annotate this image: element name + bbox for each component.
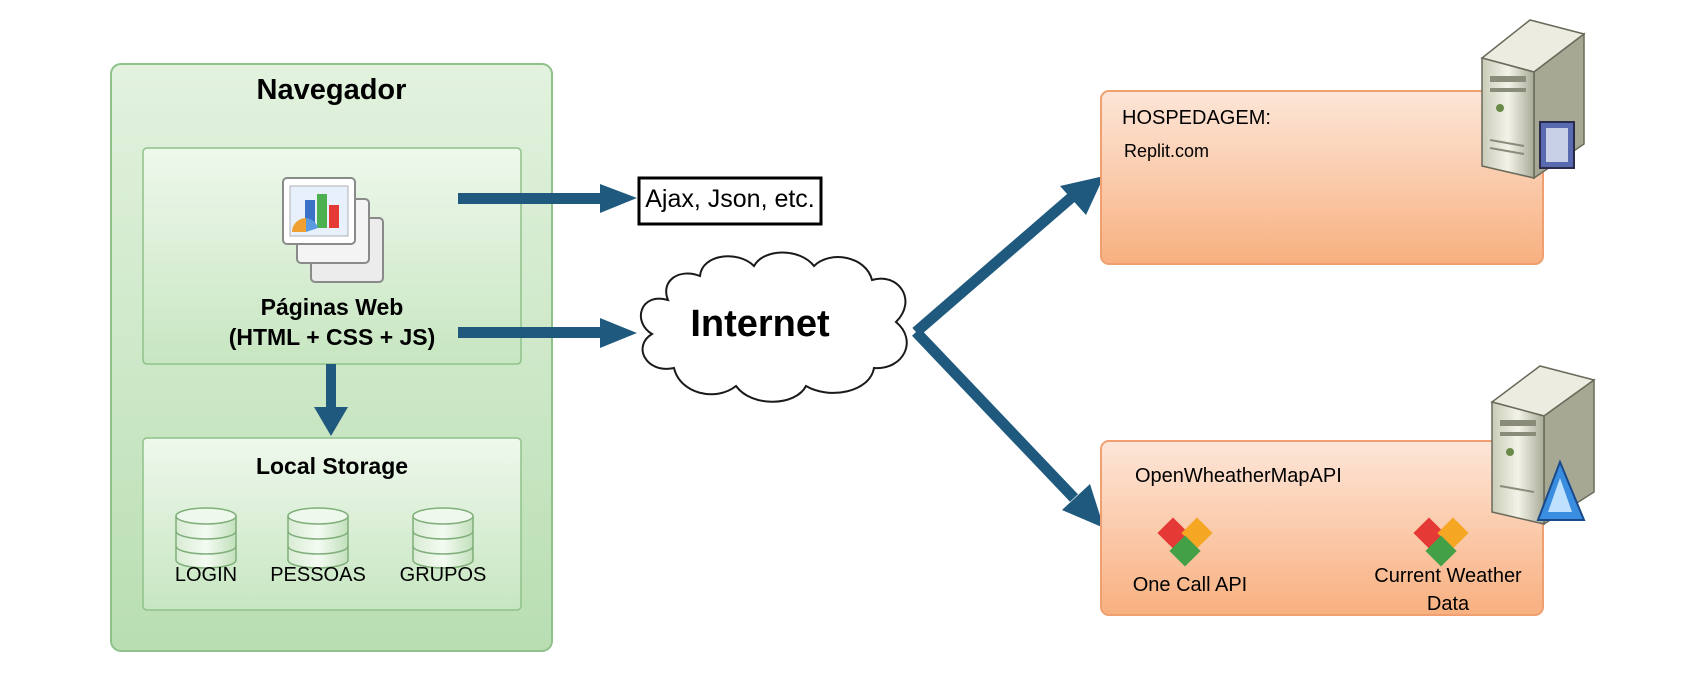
ajax-box [637,176,823,226]
server-icon [1480,19,1586,180]
ajax-label: Ajax, Json, etc. [645,185,815,213]
hosting-title: HOSPEDAGEM: [1122,107,1271,129]
current-weather-line1: Current Weather [1374,565,1522,587]
arrow-to-weather-api [912,328,1104,528]
browser-title: Navegador [256,74,407,106]
arrow-to-hosting [912,176,1104,337]
internet-cloud [639,251,908,403]
storage-item-pessoas: PESSOAS [270,564,366,586]
storage-item-login: LOGIN [174,564,238,586]
server-icon [1490,365,1596,526]
database-icon [412,507,474,569]
database-icon [287,507,349,569]
current-weather-label: Current Weather Data [1348,562,1548,618]
database-icon [175,507,237,569]
web-pages-label: Páginas Web (HTML + CSS + JS) [143,292,521,352]
web-pages-line1: Páginas Web [260,294,404,320]
internet-label: Internet [690,303,830,345]
current-weather-line2: Data [1426,593,1470,615]
arrow-to-ajax [458,184,637,213]
web-pages-line2: (HTML + CSS + JS) [228,324,436,350]
storage-item-grupos: GRUPOS [399,564,487,586]
arrow-pages-to-storage [314,364,348,436]
local-storage-title: Local Storage [255,453,409,479]
weather-api-title: OpenWheatherMapAPI [1135,465,1342,487]
hosting-box [1100,90,1544,265]
arrow-to-internet [458,318,637,348]
one-call-api-label: One Call API [1132,574,1248,596]
hosting-provider: Replit.com [1124,141,1210,161]
web-pages-icon [282,177,384,283]
weather-api-box [1100,440,1544,616]
